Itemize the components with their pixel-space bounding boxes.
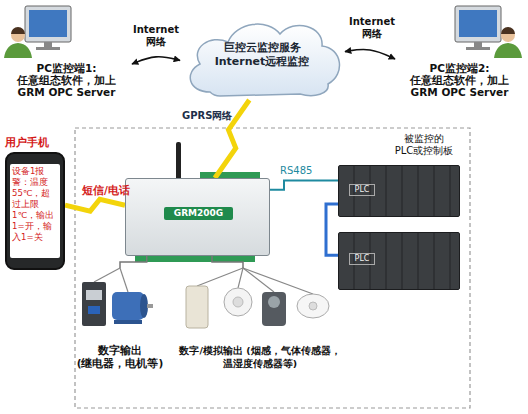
wireless-link [65, 199, 125, 211]
motor-end [140, 294, 148, 318]
output-group: 数字输出 (继电器，电机等) [75, 268, 165, 380]
connector-label: 短信/电话 [82, 184, 130, 196]
sensor-lens [233, 297, 243, 307]
plc-label: PLC [349, 184, 375, 196]
connector-label: Internet 网络 [130, 24, 182, 48]
signal-wire [120, 256, 147, 268]
bus-cable [270, 181, 338, 190]
pc-icon [455, 6, 522, 58]
site-boundary [75, 128, 470, 408]
signal-wire [238, 268, 243, 288]
gas-sensor-icon [262, 292, 286, 326]
antenna [176, 142, 181, 180]
group-label: 数字输出 (继电器，电机等) [75, 344, 165, 370]
plc-unit: 被监控的 PLC或控制板PLC [338, 165, 460, 217]
connector-label: GPRS网络 [182, 110, 232, 122]
phone-heading: 用户手机 [5, 136, 75, 149]
gateway-module: GRM200G [125, 178, 270, 256]
signal-wire [243, 268, 313, 294]
sensor-lens [268, 296, 280, 308]
signal-wire [243, 268, 274, 292]
smoke-sensor-icon [224, 288, 252, 316]
signal-wire [94, 268, 120, 282]
cloud-label: 巨控云监控服务 Internet远程监控 [202, 41, 322, 69]
cloud-shape [190, 24, 339, 96]
plc-heading: 被监控的 PLC或控制板 [384, 133, 464, 157]
signal-wire [120, 268, 128, 292]
relay-face [86, 290, 102, 300]
monitor-station: PC监控端1: 任意组态软件，加上 GRM OPC Server [2, 4, 132, 104]
smoke-detector-icon [297, 294, 329, 318]
motor-icon [112, 292, 144, 320]
network-link [345, 49, 395, 59]
alarm-message: 设备1报警：温度55℃，超过上限1℃，输出1=开，输入1=关 [10, 164, 60, 258]
pc-icon [4, 6, 71, 58]
signal-wire [212, 256, 243, 268]
station-label: PC监控端1: 任意组态软件，加上 GRM OPC Server [9, 62, 124, 98]
terminal-strip [135, 256, 255, 262]
network-link [132, 57, 180, 64]
group-label: 数字/模拟输出 (烟感，气体传感器，温湿度传感器等) [175, 344, 345, 370]
motor-base [114, 320, 142, 324]
bus-cable [326, 204, 338, 255]
connector-label: RS485 [280, 165, 312, 177]
monitor-station: PC监控端2: 任意组态软件，加上 GRM OPC Server [395, 4, 525, 104]
station-label: PC监控端2: 任意组态软件，加上 GRM OPC Server [402, 62, 517, 98]
sensor-group: 数字/模拟输出 (烟感，气体传感器，温湿度传感器等) [175, 268, 345, 380]
plc-label: PLC [349, 253, 375, 265]
sensor-lens [309, 302, 317, 310]
motor-shaft [147, 304, 153, 308]
connector-label: Internet 网络 [346, 16, 398, 40]
relay-button [88, 306, 100, 314]
signal-wire [197, 268, 243, 286]
relay-icon [82, 282, 106, 326]
mobile-phone: 用户手机设备1报警：温度55℃，超过上限1℃，输出1=开，输入1=关 [5, 152, 65, 270]
plc-unit: PLC [338, 232, 460, 290]
cloud-service: 巨控云监控服务 Internet远程监控 [180, 12, 345, 100]
model-label: GRM200G [164, 207, 233, 220]
sensor-icon [186, 286, 208, 328]
